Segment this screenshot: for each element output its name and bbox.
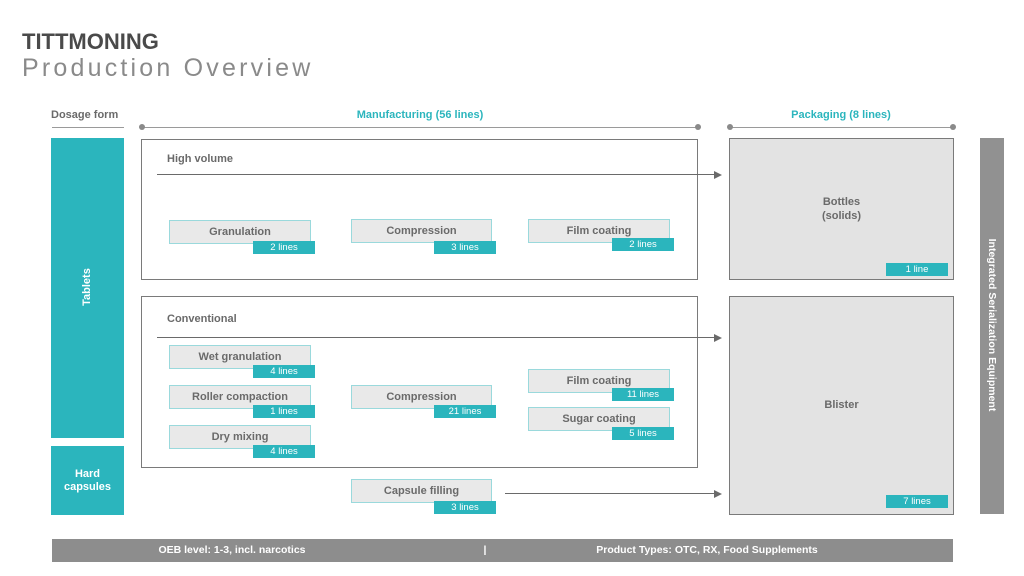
high-volume-group [141,139,698,280]
cv-film-coating-lines-badge: 11 lines [612,388,674,401]
page-title: TITTMONING [22,29,159,54]
capsule-filling-lines-badge: 3 lines [434,501,496,514]
hv-film-coating-lines-badge: 2 lines [612,238,674,251]
capsule-filling-label: Capsule filling [383,485,460,497]
cv-compression-lines-badge: 21 lines [434,405,496,418]
manufacturing-header: Manufacturing (56 lines) [356,109,484,121]
footer-bar: OEB level: 1-3, incl. narcotics | Produc… [52,539,953,562]
bottles-lines-badge: 1 line [886,263,948,276]
footer-oeb-level: OEB level: 1-3, incl. narcotics [158,544,306,556]
tablets-label: Tablets [81,268,93,306]
serialization-label: Integrated Serialization Equipment [986,238,998,412]
hv-film-coating-label: Film coating [566,225,632,237]
high-volume-arrow-line [157,174,715,175]
high-volume-label: High volume [167,153,234,165]
cv-compression-box: Compression [351,385,492,409]
capsule-arrow-head [714,490,722,498]
footer-product-types: Product Types: OTC, RX, Food Supplements [596,544,818,556]
cv-sugar-coating-lines-badge: 5 lines [612,427,674,440]
conventional-arrow-head [714,334,722,342]
cv-sugar-coating-label: Sugar coating [562,413,636,425]
packaging-rule-end-dot [950,124,956,130]
conventional-arrow-line [157,337,715,338]
cv-wet-granulation-label: Wet granulation [198,351,282,363]
hv-granulation-lines-badge: 2 lines [253,241,315,254]
hv-granulation-box: Granulation [169,220,311,244]
hv-compression-label: Compression [386,225,457,237]
blister-lines-badge: 7 lines [886,495,948,508]
bottles-packaging-box: Bottles (solids) [729,138,954,280]
serialization-side-bar: Integrated Serialization Equipment [980,138,1004,514]
dosage-form-header: Dosage form [51,109,119,121]
dosage-form-rule [52,127,124,128]
blister-packaging-box: Blister [729,296,954,515]
conventional-label: Conventional [167,313,237,325]
footer-separator: | [483,544,487,556]
cv-dry-mixing-label: Dry mixing [211,431,269,443]
manufacturing-rule-start-dot [139,124,145,130]
packaging-rule [730,127,953,128]
bottles-label: Bottles (solids) [821,196,862,222]
hard-capsules-block: Hard capsules [51,446,124,515]
cv-film-coating-label: Film coating [566,375,632,387]
blister-label: Blister [824,399,859,411]
packaging-header: Packaging (8 lines) [791,109,891,121]
cv-roller-compaction-lines-badge: 1 lines [253,405,315,418]
cv-wet-granulation-lines-badge: 4 lines [253,365,315,378]
hv-compression-lines-badge: 3 lines [434,241,496,254]
capsule-filling-box: Capsule filling [351,479,492,503]
cv-compression-label: Compression [386,391,457,403]
manufacturing-rule-end-dot [695,124,701,130]
capsule-arrow-line [505,493,715,494]
hv-granulation-label: Granulation [209,226,271,238]
hv-compression-box: Compression [351,219,492,243]
cv-dry-mixing-lines-badge: 4 lines [253,445,315,458]
tablets-block: Tablets [51,138,124,438]
high-volume-arrow-head [714,171,722,179]
packaging-rule-start-dot [727,124,733,130]
page-subtitle: Production Overview [22,54,314,82]
cv-roller-compaction-label: Roller compaction [192,391,288,403]
manufacturing-rule [142,127,698,128]
